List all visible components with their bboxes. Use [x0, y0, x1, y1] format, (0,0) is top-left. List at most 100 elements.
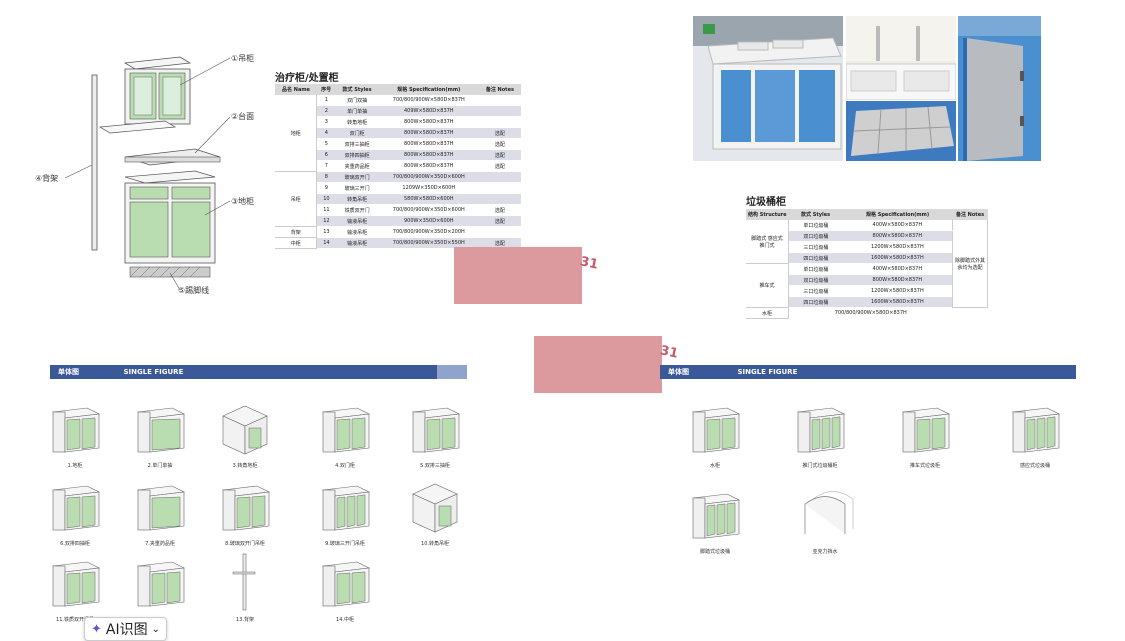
table-cell-spec: 1209W×350D×600H	[378, 182, 479, 194]
water-cabinet-name: 水柜	[746, 307, 790, 319]
structure-cell: 推车式	[746, 263, 790, 308]
col-header: 款式 Styles	[335, 84, 379, 95]
figure-caption: 5.双排三抽柜	[420, 463, 450, 469]
table-cell-style: 双口垃圾桶	[788, 274, 843, 286]
figure-item: 6.双排四抽柜	[40, 476, 110, 547]
treatment-table-title: 治疗柜/处置柜	[275, 73, 339, 84]
cabinet-figure-icon	[895, 398, 960, 462]
table-cell-spec: 700/800/900W×580D×837H	[378, 95, 479, 106]
table-cell-no: 13	[316, 226, 336, 238]
cabinet-figure-icon	[45, 398, 110, 462]
table-cell-no: 9	[316, 182, 336, 194]
bar-title-cn: 单体图	[668, 368, 689, 376]
table-cell-note: 选配	[478, 149, 521, 161]
table-cell-spec: 800W×580D×837H	[842, 230, 953, 242]
cabinet-figure-icon	[315, 476, 380, 540]
table-cell-spec: 800W×580D×837H	[378, 127, 479, 139]
right-single-figure-bar: 单体图 SINGLE FIGURE	[660, 365, 1076, 379]
table-cell-style: 玻璃双开门	[335, 171, 379, 183]
table-cell-style: 双门双抽	[335, 95, 379, 106]
table-cell-spec: 800W×580D×837H	[378, 116, 479, 128]
notes-cell: 除脚踏式外其余均为选配	[952, 220, 988, 308]
figure-item: 4.双门柜	[310, 398, 380, 469]
figure-caption: 2.单门单抽	[147, 463, 173, 469]
table-cell-spec: 800W×580D×837H	[842, 274, 953, 286]
cabinet-figure-icon	[405, 398, 470, 462]
table-cell-spec: 800W×580D×837H	[378, 149, 479, 161]
table-cell-spec: 400W×580D×837H	[842, 263, 953, 275]
diagram-label-base-cabinet: ③地柜	[231, 197, 255, 206]
table-cell-no: 2	[316, 105, 336, 117]
figure-caption: 7.夹重药品柜	[145, 541, 175, 547]
group-name-cell: 背架	[275, 226, 318, 238]
figure-item: 13.背架	[210, 552, 280, 623]
bar-title-en: SINGLE FIGURE	[123, 368, 184, 376]
table-cell-no: 7	[316, 160, 336, 172]
table-cell-note: 选配	[478, 160, 521, 172]
table-cell-no: 6	[316, 149, 336, 161]
cabinet-figure-icon	[315, 398, 380, 462]
table-cell-note	[478, 193, 521, 205]
figure-item: 10.转角吊柜	[400, 476, 470, 547]
table-cell-style: 输液吊柜	[335, 215, 379, 227]
table-cell-no: 3	[316, 116, 336, 128]
table-cell-style: 转角吊柜	[335, 193, 379, 205]
table-cell-note	[478, 116, 521, 128]
cabinet-figure-icon	[215, 476, 280, 540]
table-cell-note: 选配	[478, 215, 521, 227]
table-cell-spec: 580W×580D×600H	[378, 193, 479, 205]
table-cell-style: 夹重药品柜	[335, 160, 379, 172]
table-cell-note	[478, 95, 521, 106]
ai-image-recognition-button[interactable]: ✦ AI识图 ⌄	[84, 617, 168, 641]
group-name-cell: 中柜	[275, 237, 318, 249]
table-cell-note	[478, 105, 521, 117]
table-cell-style: 单口垃圾桶	[788, 263, 843, 275]
cabinet-figure-icon	[795, 484, 860, 548]
table-cell-style: 输液吊柜	[335, 226, 379, 238]
table-cell-spec: 1600W×580D×837H	[842, 296, 953, 308]
table-cell-no: 4	[316, 127, 336, 139]
table-cell-style: 转角地柜	[335, 116, 379, 128]
cabinet-figure-icon	[685, 484, 750, 548]
water-cabinet-spec: 700/800/900W×580D×837H	[788, 307, 953, 319]
chevron-down-icon: ⌄	[151, 623, 161, 635]
figure-item: 2.单门单抽	[125, 398, 195, 469]
figure-caption: 感应式垃圾桶	[1019, 463, 1050, 469]
table-cell-no: 8	[316, 171, 336, 183]
cabinet-figure-icon	[130, 398, 195, 462]
trash-spec-table: 结构 Structure 款式 Styles 规格 Specification(…	[746, 209, 988, 319]
table-cell-style: 三口垃圾桶	[788, 285, 843, 297]
table-cell-no: 1	[316, 95, 336, 106]
figure-caption: 10.转角吊柜	[421, 541, 449, 547]
bar-accent	[437, 365, 467, 379]
table-cell-note: 选配	[478, 204, 521, 216]
product-photo-sink	[846, 16, 956, 100]
figure-item: 推门式垃圾桶柜	[785, 398, 855, 469]
left-single-figure-bar: 单体图 SINGLE FIGURE	[50, 365, 467, 379]
table-cell-spec: 800W×580D×837H	[378, 160, 479, 172]
table-cell-spec: 700/800/900W×350D×600H	[378, 204, 479, 216]
figure-item: 1.地柜	[40, 398, 110, 469]
figure-item: 11.铁质双开门吊	[40, 552, 110, 623]
figure-item: 3.转角地柜	[210, 398, 280, 469]
table-cell-style: 双排三抽柜	[335, 138, 379, 150]
table-cell-note	[478, 182, 521, 194]
sparkle-icon: ✦	[91, 621, 102, 637]
table-cell-style: 铁质双开门	[335, 204, 379, 216]
cabinet-figure-icon	[1005, 398, 1070, 462]
cabinet-figure-icon	[130, 476, 195, 540]
table-cell-spec: 700/800/900W×350D×550H	[378, 237, 479, 249]
sink-photo-art	[846, 16, 956, 100]
cabinet-exploded-diagram	[64, 56, 231, 291]
table-cell-style: 三口垃圾桶	[788, 241, 843, 253]
